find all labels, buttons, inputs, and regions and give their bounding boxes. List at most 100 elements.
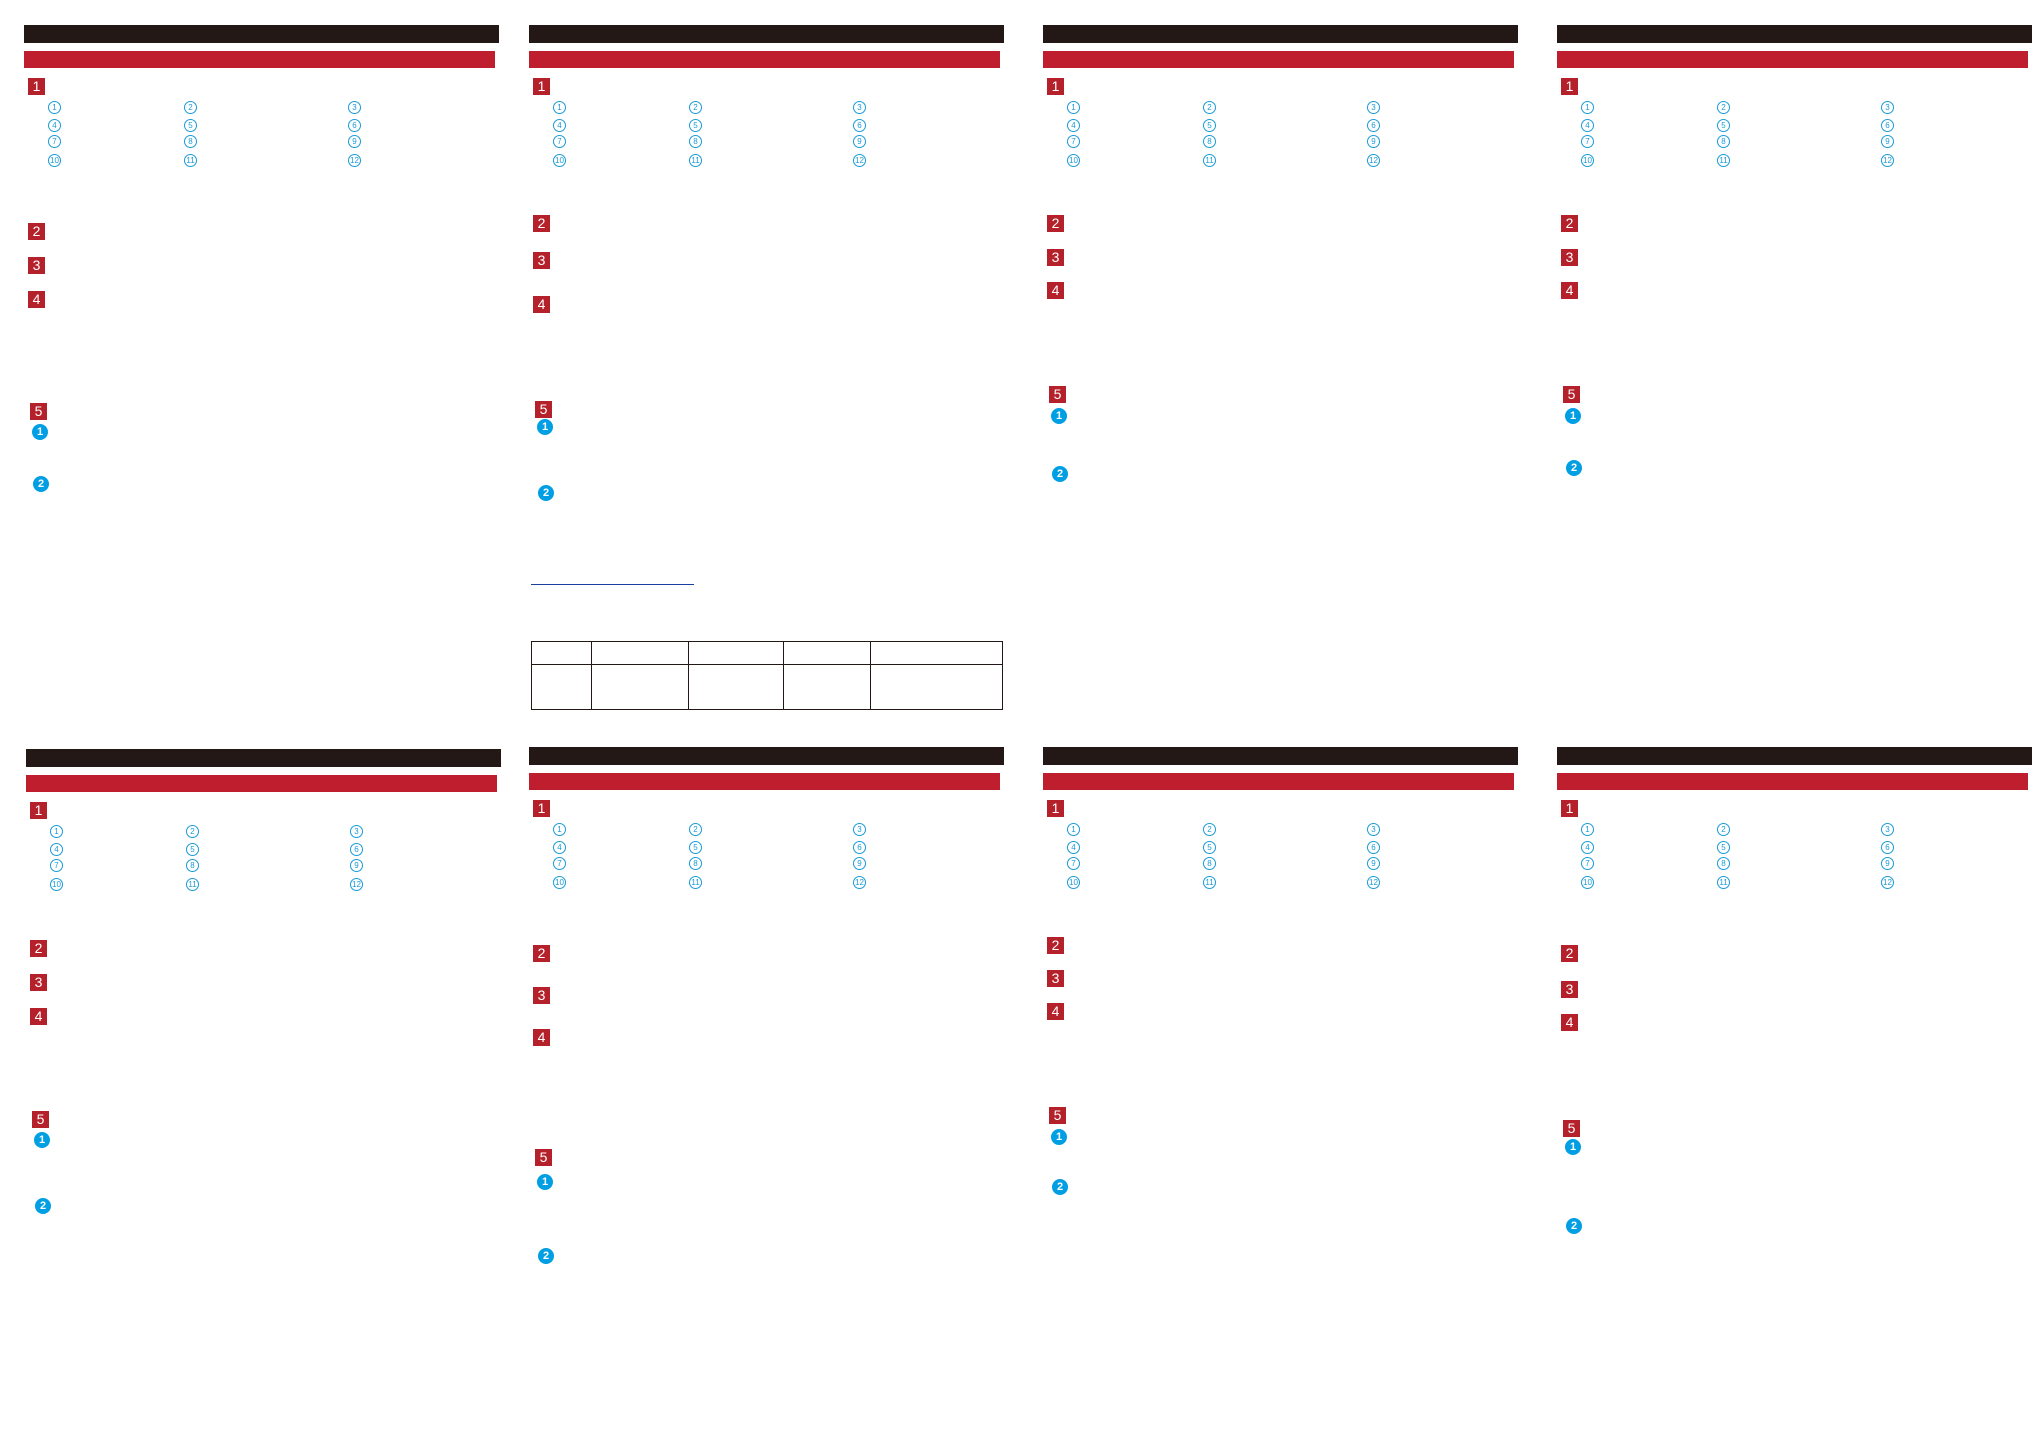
- part-number: 10: [48, 154, 61, 167]
- step-number: 2: [1561, 945, 1578, 962]
- part-number: 3: [1367, 101, 1380, 114]
- step-number: 2: [1561, 215, 1578, 232]
- part-number: 10: [50, 878, 63, 891]
- part-number: 12: [350, 878, 363, 891]
- part-number: 4: [1067, 841, 1080, 854]
- part-number: 2: [1717, 101, 1730, 114]
- part-number: 9: [348, 135, 361, 148]
- part-number: 11: [1203, 876, 1216, 889]
- part-number: 7: [1067, 857, 1080, 870]
- part-number: 5: [186, 843, 199, 856]
- part-number: 12: [853, 154, 866, 167]
- step-number: 5: [32, 1111, 49, 1128]
- part-number: 3: [1367, 823, 1380, 836]
- table-cell: [869, 664, 1004, 710]
- step-number: 5: [535, 1149, 552, 1166]
- step-number: 3: [1047, 970, 1064, 987]
- part-number: 9: [853, 857, 866, 870]
- title-bar: [1557, 747, 2032, 765]
- part-number: 7: [48, 135, 61, 148]
- part-number: 11: [186, 878, 199, 891]
- sub-step-badge: 2: [538, 485, 554, 501]
- part-number: 1: [1581, 823, 1594, 836]
- part-number: 10: [553, 154, 566, 167]
- sub-step-badge: 1: [32, 424, 48, 440]
- step-number: 1: [533, 78, 550, 95]
- table-row: [530, 664, 1004, 710]
- step-number: 2: [533, 945, 550, 962]
- part-number: 11: [689, 876, 702, 889]
- part-number: 6: [1881, 841, 1894, 854]
- part-number: 4: [1581, 841, 1594, 854]
- part-number: 7: [50, 859, 63, 872]
- part-number: 8: [186, 859, 199, 872]
- subtitle-bar: [1043, 773, 1514, 790]
- part-number: 10: [1581, 876, 1594, 889]
- part-number: 11: [1717, 876, 1730, 889]
- table-cell: [688, 641, 784, 665]
- part-number: 11: [1717, 154, 1730, 167]
- part-number: 10: [1581, 154, 1594, 167]
- step-number: 1: [1047, 78, 1064, 95]
- part-number: 3: [350, 825, 363, 838]
- part-number: 4: [50, 843, 63, 856]
- table-row: [530, 641, 1004, 665]
- part-number: 1: [553, 101, 566, 114]
- step-number: 4: [533, 296, 550, 313]
- subtitle-bar: [1043, 51, 1514, 68]
- part-number: 8: [689, 135, 702, 148]
- step-number: 5: [1049, 1107, 1066, 1124]
- part-number: 12: [853, 876, 866, 889]
- part-number: 1: [1067, 823, 1080, 836]
- part-number: 10: [1067, 154, 1080, 167]
- table-cell: [782, 664, 871, 710]
- part-number: 6: [1367, 841, 1380, 854]
- part-number: 6: [853, 119, 866, 132]
- part-number: 9: [1881, 135, 1894, 148]
- part-number: 3: [853, 823, 866, 836]
- part-number: 4: [553, 119, 566, 132]
- subtitle-bar: [1557, 51, 2028, 68]
- part-number: 6: [350, 843, 363, 856]
- part-number: 9: [1367, 135, 1380, 148]
- part-number: 7: [1067, 135, 1080, 148]
- title-bar: [26, 749, 501, 767]
- title-bar: [1043, 25, 1518, 43]
- part-number: 1: [1581, 101, 1594, 114]
- table-cell: [782, 641, 871, 665]
- part-number: 9: [853, 135, 866, 148]
- step-number: 2: [30, 940, 47, 957]
- sub-step-badge: 1: [537, 419, 553, 435]
- step-number: 5: [30, 403, 47, 420]
- part-number: 3: [348, 101, 361, 114]
- subtitle-bar: [529, 51, 1000, 68]
- step-number: 4: [1047, 282, 1064, 299]
- step-number: 2: [1047, 215, 1064, 232]
- step-number: 1: [1561, 800, 1578, 817]
- step-number: 1: [1047, 800, 1064, 817]
- part-number: 6: [1367, 119, 1380, 132]
- title-bar: [24, 25, 499, 43]
- part-number: 4: [1581, 119, 1594, 132]
- step-number: 4: [28, 291, 45, 308]
- part-number: 12: [1367, 876, 1380, 889]
- part-number: 2: [184, 101, 197, 114]
- part-number: 11: [689, 154, 702, 167]
- subtitle-bar: [1557, 773, 2028, 790]
- sub-step-badge: 2: [1566, 1218, 1582, 1234]
- sub-step-badge: 1: [1565, 408, 1581, 424]
- web-link[interactable]: [531, 584, 694, 585]
- part-number: 6: [348, 119, 361, 132]
- step-number: 1: [1561, 78, 1578, 95]
- step-number: 4: [533, 1029, 550, 1046]
- step-number: 4: [1561, 282, 1578, 299]
- title-bar: [529, 25, 1004, 43]
- sub-step-badge: 2: [538, 1248, 554, 1264]
- step-number: 2: [28, 223, 45, 240]
- part-number: 10: [553, 876, 566, 889]
- part-number: 5: [1203, 119, 1216, 132]
